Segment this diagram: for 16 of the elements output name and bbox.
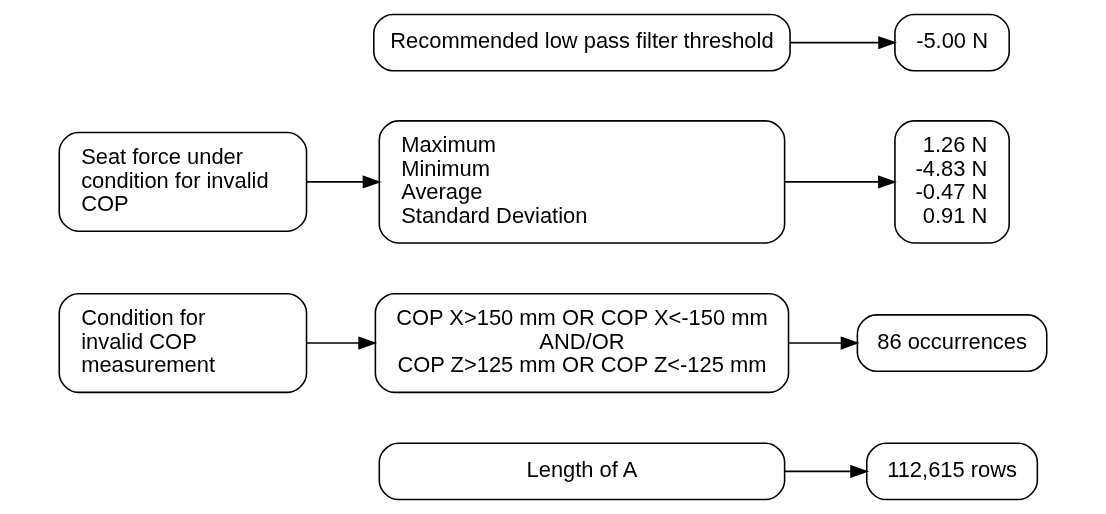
arrow [783,464,870,478]
node-box: Seat force under condition for invalid COP [58,131,308,232]
node-box: -5.00 N [894,13,1010,72]
arrow [306,175,382,189]
arrow [783,175,897,189]
node-box: Condition for invalid COP measurement [58,293,308,394]
node-box: 1.26 N -4.83 N -0.47 N 0.91 N [894,120,1010,244]
arrow [789,36,897,50]
arrow [788,336,860,350]
node-box: COP X>150 mm OR COP X<-150 mm AND/OR COP Z>125 mm OR COP Z<-125 mm [374,293,790,394]
node-box: Maximum Minimum Average Standard Deviation [378,120,786,244]
node-box: 112,615 rows [866,442,1039,501]
node-box: Length of A [378,442,786,501]
node-box: 86 occurrences [856,314,1048,372]
arrow [306,336,378,350]
node-box: Recommended low pass filter threshold [373,13,791,72]
